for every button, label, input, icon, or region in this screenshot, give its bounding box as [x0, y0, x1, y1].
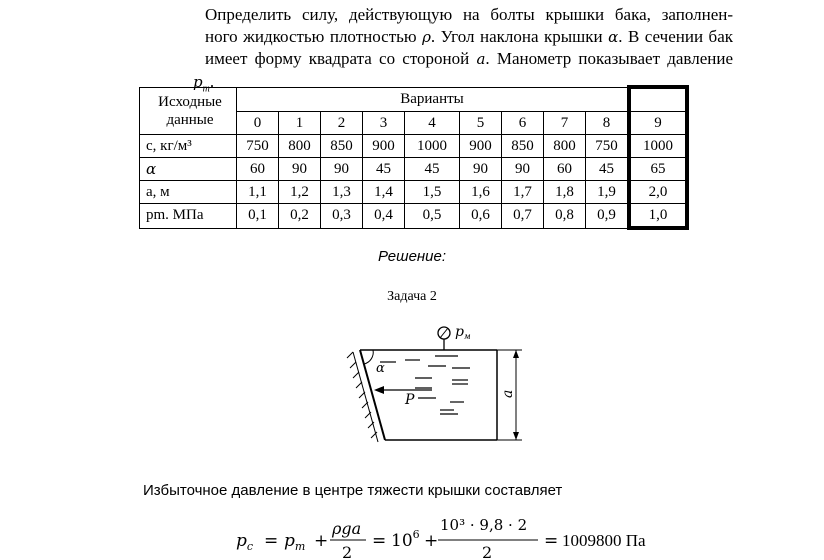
table-cell: 800	[543, 134, 586, 158]
svg-text:ρga: ρga	[331, 519, 361, 538]
row-label-alpha: α	[139, 157, 237, 181]
variant-number: 4	[404, 111, 460, 135]
variant-number: 8	[585, 111, 630, 135]
table-cell-selected: 65	[627, 157, 689, 181]
alpha-label: α	[376, 361, 385, 376]
table-cell: 1,1	[236, 180, 279, 204]
svg-text:=: =	[264, 531, 278, 551]
problem-line-3: имеет форму квадрата со стороной a. Мано…	[193, 49, 733, 94]
table-cell: 45	[404, 157, 460, 181]
svg-text:+: +	[424, 531, 438, 551]
table-cell: 750	[585, 134, 630, 158]
table-cell: 60	[543, 157, 586, 181]
formula: pc = pm + ρga 2 = 106 + 10³ · 9,8 · 2 2 …	[236, 516, 646, 560]
variant-number: 5	[459, 111, 502, 135]
svg-text:=: =	[372, 531, 386, 551]
table-cell: 1,5	[404, 180, 460, 204]
table-cell: 60	[236, 157, 279, 181]
row-label-pressure: pm. МПа	[139, 203, 237, 229]
svg-text:1009800 Па: 1009800 Па	[562, 531, 646, 550]
table-cell: 0,7	[501, 203, 544, 229]
svg-text:106: 106	[391, 528, 420, 551]
force-label: P	[404, 392, 415, 408]
table-header-variants-sel	[627, 85, 689, 112]
variant-number: 0	[236, 111, 279, 135]
table-cell: 90	[459, 157, 502, 181]
table-cell: 0,9	[585, 203, 630, 229]
svg-text:+: +	[314, 531, 328, 551]
table-cell: 1,6	[459, 180, 502, 204]
svg-text:pc: pc	[236, 531, 253, 553]
row-label-side: a, м	[139, 180, 237, 204]
table-cell: 1,2	[278, 180, 321, 204]
svg-text:2: 2	[482, 543, 492, 560]
table-cell: 1,9	[585, 180, 630, 204]
table-cell-selected: 2,0	[627, 180, 689, 204]
table-cell: 1,7	[501, 180, 544, 204]
table-cell: 1,8	[543, 180, 586, 204]
table-cell: 0,1	[236, 203, 279, 229]
table-cell: 1,3	[320, 180, 363, 204]
svg-text:10³ · 9,8 · 2: 10³ · 9,8 · 2	[440, 516, 527, 534]
problem-line-1: Определить силу, действующую на болты кр…	[205, 5, 733, 24]
table-cell: 900	[459, 134, 502, 158]
table-cell: 750	[236, 134, 279, 158]
variant-number-selected: 9	[627, 111, 689, 135]
table-cell: 0,8	[543, 203, 586, 229]
table-cell-selected: 1000	[627, 134, 689, 158]
table-cell: 850	[501, 134, 544, 158]
table-cell: 1000	[404, 134, 460, 158]
solution-heading: Решение:	[377, 248, 447, 265]
table-cell: 800	[278, 134, 321, 158]
table-cell: 0,3	[320, 203, 363, 229]
tank-diagram: pм α P a	[346, 324, 522, 443]
svg-text:pm: pm	[284, 531, 305, 553]
variant-number: 1	[278, 111, 321, 135]
table-cell: 90	[501, 157, 544, 181]
row-label-density: с, кг/м³	[139, 134, 237, 158]
side-label: a	[500, 390, 516, 398]
table-cell: 850	[320, 134, 363, 158]
pm-label: pм	[455, 324, 471, 341]
problem-statement: Определить силу, действующую на болты кр…	[193, 4, 733, 99]
svg-text:2: 2	[342, 543, 352, 560]
problem-line-2: ного жидкостью плотностью ρ. Угол наклон…	[205, 26, 734, 46]
table-header-source-data: Исходные данные	[139, 86, 237, 135]
variant-number: 7	[543, 111, 586, 135]
table-cell: 0,2	[278, 203, 321, 229]
variant-number: 6	[501, 111, 544, 135]
variant-number: 3	[362, 111, 405, 135]
table-cell: 0,6	[459, 203, 502, 229]
excess-pressure-text: Избыточное давление в центре тяжести кры…	[143, 482, 563, 499]
svg-text:=: =	[544, 531, 558, 551]
task-label: Задача 2	[387, 289, 437, 304]
variants-table: Исходные данные Варианты 0 1 2 3 4 5 6 7…	[139, 85, 689, 230]
table-cell: 45	[585, 157, 630, 181]
table-cell: 1,4	[362, 180, 405, 204]
table-cell: 900	[362, 134, 405, 158]
variant-number: 2	[320, 111, 363, 135]
table-cell: 0,4	[362, 203, 405, 229]
table-cell: 90	[320, 157, 363, 181]
table-cell: 90	[278, 157, 321, 181]
table-cell: 0,5	[404, 203, 460, 229]
table-header-variants: Варианты	[236, 86, 630, 112]
table-cell: 45	[362, 157, 405, 181]
table-cell-selected: 1,0	[627, 203, 689, 230]
